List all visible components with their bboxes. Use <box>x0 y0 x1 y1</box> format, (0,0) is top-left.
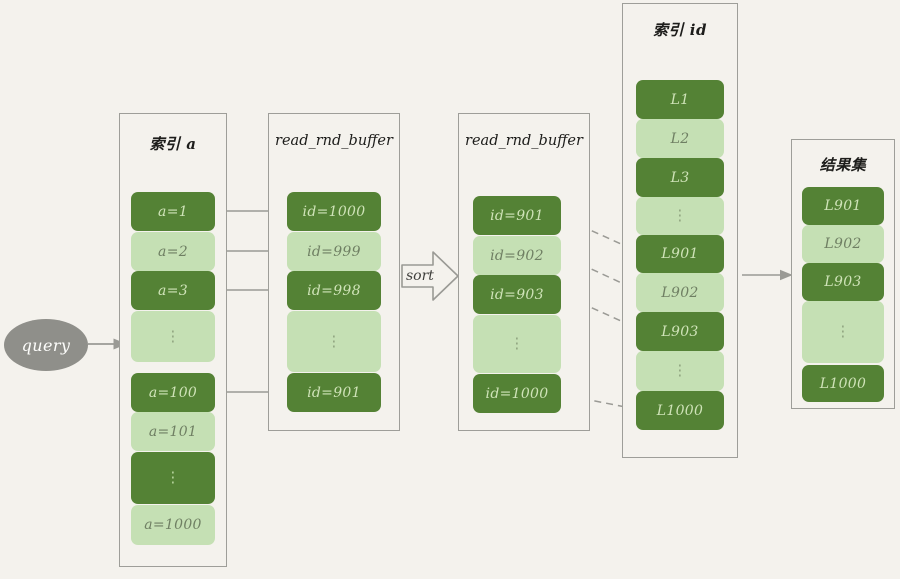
cell-label: id=1000 <box>302 203 366 220</box>
cell-result-set-1[interactable]: L902 <box>802 225 884 263</box>
panel-index-id-title: 索引 id <box>653 21 707 39</box>
cell-buffer-sorted-3[interactable]: ⋮ <box>473 315 561 373</box>
cell-label: id=999 <box>307 243 361 260</box>
cell-label-ellipsis: ⋮ <box>835 322 851 340</box>
cell-buffer-sorted-1[interactable]: id=902 <box>473 236 561 275</box>
cell-index-id-5[interactable]: L902 <box>636 273 724 312</box>
cell-index-a-6[interactable]: ⋮ <box>131 452 215 504</box>
cell-label: L1 <box>670 91 690 108</box>
cell-index-id-1[interactable]: L2 <box>636 119 724 158</box>
cell-label: id=902 <box>490 247 544 264</box>
cell-label: a=1000 <box>144 517 202 533</box>
cell-index-a-5[interactable]: a=101 <box>131 412 215 451</box>
cell-buffer-unsorted-3[interactable]: ⋮ <box>287 311 381 372</box>
cell-label: id=1000 <box>485 385 549 402</box>
cell-label: a=1 <box>158 203 188 220</box>
cell-label-ellipsis: ⋮ <box>509 334 525 352</box>
cell-index-id-8[interactable]: L1000 <box>636 391 724 430</box>
cell-label: L903 <box>824 274 862 290</box>
cell-buffer-sorted-0[interactable]: id=901 <box>473 196 561 235</box>
panel-read-rnd-buffer-sorted-title: read_rnd_buffer <box>465 133 583 149</box>
cell-label: L902 <box>824 236 862 252</box>
sort-label: sort <box>406 268 434 284</box>
cell-label: L902 <box>661 284 699 301</box>
cell-label: L1000 <box>656 402 704 419</box>
cell-index-a-3[interactable]: ⋮ <box>131 311 215 362</box>
cell-buffer-unsorted-0[interactable]: id=1000 <box>287 192 381 231</box>
cell-label: id=998 <box>307 282 361 299</box>
cell-label: id=903 <box>490 286 544 303</box>
panel-index-a-title: 索引 a <box>149 135 197 153</box>
cell-buffer-sorted-4[interactable]: id=1000 <box>473 374 561 413</box>
cell-label-ellipsis: ⋮ <box>165 468 181 486</box>
cell-result-set-0[interactable]: L901 <box>802 187 884 225</box>
query-node[interactable]: query <box>4 319 88 371</box>
cell-index-a-4[interactable]: a=100 <box>131 373 215 412</box>
cell-result-set-3[interactable]: ⋮ <box>802 301 884 363</box>
cell-buffer-unsorted-2[interactable]: id=998 <box>287 271 381 310</box>
cell-label-ellipsis: ⋮ <box>165 326 181 345</box>
cell-buffer-sorted-2[interactable]: id=903 <box>473 275 561 314</box>
cell-label: L3 <box>670 169 690 186</box>
cell-label: L901 <box>661 246 699 262</box>
cell-index-id-4[interactable]: L901 <box>636 235 724 273</box>
cell-label: L901 <box>824 198 862 214</box>
cell-index-a-0[interactable]: a=1 <box>131 192 215 231</box>
cell-label-ellipsis: ⋮ <box>672 361 688 379</box>
cell-label: id=901 <box>490 207 544 224</box>
cell-label: L1000 <box>819 375 867 392</box>
cell-label: L2 <box>670 130 690 147</box>
cell-index-a-7[interactable]: a=1000 <box>131 505 215 545</box>
cell-buffer-unsorted-4[interactable]: id=901 <box>287 373 381 412</box>
cell-label: a=2 <box>158 243 188 260</box>
cell-label: a=3 <box>158 282 188 299</box>
sort-arrow-shape <box>401 251 459 301</box>
cell-label: a=101 <box>148 423 198 440</box>
cell-index-a-2[interactable]: a=3 <box>131 271 215 310</box>
query-label: query <box>21 335 71 355</box>
panel-result-set-title: 结果集 <box>819 156 867 174</box>
cell-label: a=100 <box>148 384 198 401</box>
cell-result-set-4[interactable]: L1000 <box>802 365 884 402</box>
cell-label: id=901 <box>307 384 361 401</box>
cell-index-id-3[interactable]: ⋮ <box>636 197 724 235</box>
panel-read-rnd-buffer-unsorted-title: read_rnd_buffer <box>275 133 393 149</box>
cell-index-id-2[interactable]: L3 <box>636 158 724 197</box>
cell-result-set-2[interactable]: L903 <box>802 263 884 301</box>
cell-buffer-unsorted-1[interactable]: id=999 <box>287 232 381 271</box>
cell-index-id-6[interactable]: L903 <box>636 312 724 351</box>
cell-index-a-1[interactable]: a=2 <box>131 232 215 271</box>
cell-label: L903 <box>661 323 699 340</box>
cell-index-id-0[interactable]: L1 <box>636 80 724 119</box>
cell-label-ellipsis: ⋮ <box>326 331 342 350</box>
cell-label-ellipsis: ⋮ <box>672 206 688 224</box>
cell-index-id-7[interactable]: ⋮ <box>636 351 724 391</box>
